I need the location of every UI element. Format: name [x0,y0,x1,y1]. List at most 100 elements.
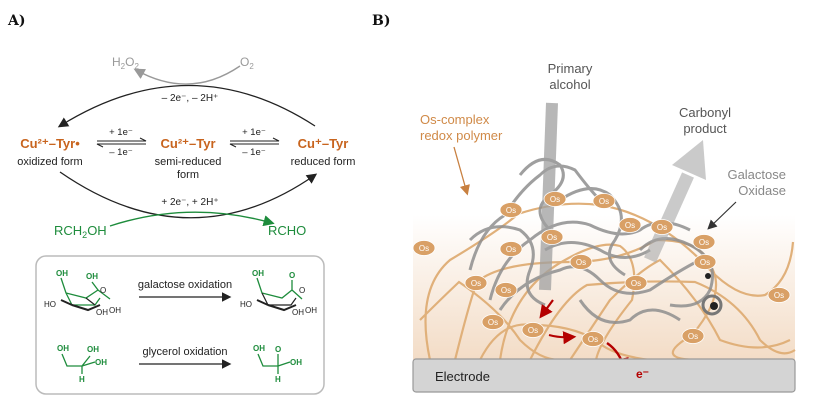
svg-text:OH: OH [292,308,304,317]
oxygen-cycle: H2O2 O2 [112,55,254,85]
electrode-label: Electrode [435,369,490,384]
os-label: Os [506,245,516,254]
os-node: Os [592,193,616,209]
state-oxidized: Cu²⁺–Tyr• oxidized form [17,136,82,168]
os-node: Os [412,240,436,256]
svg-text:OH: OH [57,344,69,353]
os-label: Os [688,332,698,341]
svg-text:O: O [289,271,295,280]
reduction-arc-label: + 2e⁻, + 2H⁺ [161,197,218,208]
os-node: Os [624,275,648,291]
svg-text:O: O [299,286,305,295]
svg-text:OH: OH [86,272,98,281]
os-label: Os [657,223,667,232]
reactions-box [35,255,325,395]
svg-text:OH: OH [56,269,68,278]
electron-transfer-arrow-1 [539,299,554,319]
os-node: Os [494,282,518,298]
state-semi-reduced: Cu²⁺–Tyr semi-reduced form [155,136,222,181]
os-label: Os [506,206,516,215]
os-label: Os [588,335,598,344]
enzyme-label-line2: Oxidase [738,183,786,198]
state-desc: semi-reduced [155,156,222,168]
os-label: Os [528,326,538,335]
product-label: RCHO [268,223,306,238]
svg-text:OH: OH [87,345,99,354]
panel-a-label: A) [8,13,26,29]
os-label: Os [599,197,609,206]
os-label: Os [576,258,586,267]
state-reduced: Cu⁺–Tyr reduced form [291,136,356,168]
state-formula: Cu²⁺–Tyr• [20,136,80,151]
svg-text:O: O [275,345,281,354]
state-desc: reduced form [291,156,356,168]
os-label: Os [488,318,498,327]
os-node: Os [481,314,505,330]
carbonyl-product-arrow [644,140,706,263]
polymer-pointer-arrow [453,146,470,196]
os-node: Os [681,328,705,344]
svg-text:OH: OH [252,269,264,278]
equilibrium-arrow-2: + 1e⁻ – 1e⁻ [229,127,280,158]
electron-label: e⁻ [636,367,649,381]
os-label: Os [699,238,709,247]
os-label: Os [471,279,481,288]
os-node: Os [499,202,523,218]
svg-text:HO: HO [44,300,56,309]
svg-text:OH: OH [109,306,121,315]
os-node: Os [521,322,545,338]
glyceraldehyde-structure: OH O OH H [253,344,302,384]
reduction-arc-arrow [59,171,318,219]
os-label: Os [547,233,557,242]
glycerol-oxidation-label: glycerol oxidation [143,346,228,358]
equilibrium-arrow-1: + 1e⁻ – 1e⁻ [96,127,147,158]
electrode [412,358,796,393]
svg-text:OH: OH [305,306,317,315]
electron-transfer-arrow-2 [548,331,577,345]
svg-text:OH: OH [290,358,302,367]
os-node: Os [499,241,523,257]
os-node: Os [650,219,674,235]
os-label: Os [501,286,511,295]
polymer-label-line2: redox polymer [420,128,503,143]
enzyme-pointer-arrow [707,201,737,230]
svg-text:HO: HO [240,300,252,309]
eq-reverse-label: – 1e⁻ [242,147,266,158]
primary-alcohol-label: Primary [548,61,593,76]
h2o2-label: H2O2 [112,55,139,71]
polymer-label: Os-complex [420,112,490,127]
svg-text:O: O [100,286,106,295]
oxidation-arc-label: – 2e⁻, – 2H⁺ [162,93,219,104]
os-label: Os [550,195,560,204]
svg-text:H: H [79,375,85,384]
enzyme-cofactor [701,273,723,316]
os-label: Os [631,279,641,288]
eq-forward-label: + 1e⁻ [242,127,266,138]
o2-label: O2 [240,55,254,71]
state-formula: Cu⁺–Tyr [298,136,349,151]
substrate-label: RCH2OH [54,223,107,240]
os-node: Os [543,191,567,207]
os-node: Os [464,275,488,291]
os-node: Os [569,254,593,270]
carbonyl-product-label-line2: product [683,121,727,136]
oxygen-arrow [133,65,241,85]
primary-alcohol-label-line2: alcohol [549,77,590,92]
panel-b-label: B) [372,13,391,29]
os-node: Os [693,254,717,270]
galactose-oxidation-label: galactose oxidation [138,279,232,291]
galacturonic-structure: OH O O HO OH OH [240,269,317,317]
eq-forward-label: + 1e⁻ [109,127,133,138]
galactose-structure: OH OH O HO OH OH [44,269,121,317]
svg-text:OH: OH [95,358,107,367]
carbonyl-product-label: Carbonyl [679,105,731,120]
svg-text:OH: OH [253,344,265,353]
oxidation-arc-arrow [57,84,316,128]
substrate-arrow [109,211,275,227]
os-node: Os [581,331,605,347]
os-node: Os [540,229,564,245]
glycerol-structure: OH OH OH H [57,344,107,384]
state-formula: Cu²⁺–Tyr [160,136,215,151]
